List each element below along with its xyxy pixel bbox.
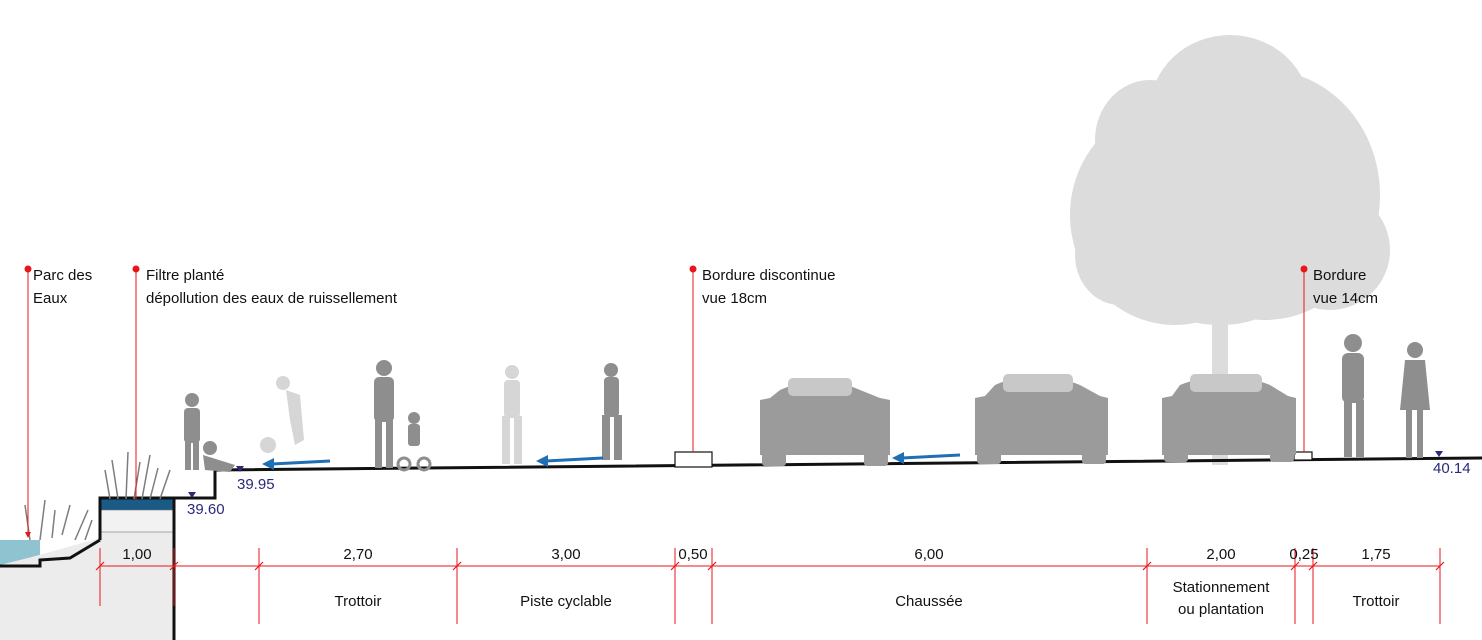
dimension-0-25: 0,25 [1289,546,1318,563]
faded-silhouettes [260,365,522,464]
crouching-person [203,441,235,472]
water-flow-arrows [262,452,961,470]
level-markers: 39.95 39.60 40.14 [187,451,1471,518]
tree-silhouette [1070,35,1390,465]
faded-jogger [260,376,304,453]
callout-parc-line-1: Parc des [33,267,92,284]
callout-bordure-discontinue: Bordure discontinue vue 18cm [689,265,835,452]
zone-trottoir-left: Trottoir [335,593,382,610]
level-39-60: 39.60 [187,501,225,518]
zone-piste-cyclable: Piste cyclable [520,593,612,610]
dimension-2-00: 2,00 [1206,546,1235,563]
callout-parc-line-2: Eaux [33,290,68,307]
callout-filtre-line-2: dépollution des eaux de ruissellement [146,290,398,307]
planted-vegetation [24,451,171,541]
car-2 [975,374,1108,464]
callout-bordure-discontinue-line-1: Bordure discontinue [702,267,835,284]
zone-labels: Trottoir Piste cyclable Chaussée Station… [335,579,1400,618]
dimension-line: 1,00 2,70 3,00 0,50 6,00 2,00 0,25 1,75 [95,546,1445,624]
faded-cyclist [502,365,522,464]
callout-filtre-line-1: Filtre planté [146,267,224,284]
child-on-tricycle [396,412,432,472]
callout-parc-des-eaux: Parc des Eaux [24,265,92,538]
zone-stationnement-line-1: Stationnement [1173,579,1271,596]
zone-stationnement-line-2: ou plantation [1178,601,1264,618]
dimension-0-50: 0,50 [678,546,707,563]
adult-walking [374,360,394,468]
car-3 [1162,374,1296,462]
callout-bordure-line-2: vue 14cm [1313,290,1378,307]
dimension-6-00: 6,00 [914,546,943,563]
dimension-2-70: 2,70 [343,546,372,563]
walking-man [1342,334,1364,457]
dimension-3-00: 3,00 [551,546,580,563]
car-silhouettes [760,374,1296,466]
pedestrian-silhouettes [184,334,1430,472]
callout-bordure-line-1: Bordure [1313,267,1366,284]
terrain [0,451,1482,640]
dimension-1-75: 1,75 [1361,546,1390,563]
walking-woman [1400,342,1430,458]
callout-filtre-plante: Filtre planté dépollution des eaux de ru… [132,265,398,500]
level-39-95: 39.95 [237,476,275,493]
zone-trottoir-right: Trottoir [1353,593,1400,610]
person-with-hat [184,393,200,470]
callout-bordure: Bordure vue 14cm [1300,265,1378,452]
callout-bordure-discontinue-line-2: vue 18cm [702,290,767,307]
zone-chaussee: Chaussée [895,593,963,610]
level-40-14: 40.14 [1433,460,1471,477]
cyclist [602,363,622,460]
car-1 [760,378,890,466]
dimension-1-00: 1,00 [122,546,151,563]
